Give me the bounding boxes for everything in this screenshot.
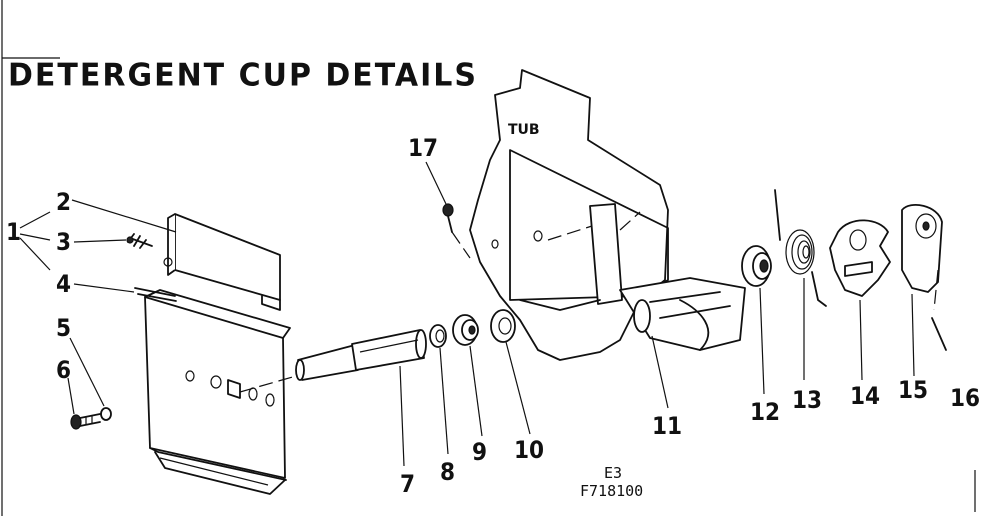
callout-13: 13 <box>792 386 822 414</box>
callout-14: 14 <box>850 382 880 410</box>
callout-8: 8 <box>440 458 455 486</box>
tub-label: TUB <box>508 122 540 138</box>
screw-part-3 <box>126 233 153 249</box>
callout-5: 5 <box>56 314 71 342</box>
diagram-title: DETERGENT CUP DETAILS <box>8 57 479 94</box>
bushing-part-9 <box>452 314 479 346</box>
spring-part-13 <box>774 189 827 307</box>
actuator-part-11 <box>619 277 746 351</box>
callout-7: 7 <box>400 470 415 498</box>
pin-part-4 <box>134 287 177 302</box>
bearing-part-12 <box>741 245 772 287</box>
figure-code: F718100 <box>580 482 643 500</box>
callout-11: 11 <box>652 412 682 440</box>
page-code: E3 <box>604 464 622 482</box>
callout-4: 4 <box>56 270 71 298</box>
cam-part-14 <box>829 219 891 297</box>
detergent-cup-body <box>144 289 291 495</box>
callout-15: 15 <box>898 376 928 404</box>
lever-part-15 <box>901 204 943 293</box>
callout-16: 16 <box>950 384 980 412</box>
callout-6: 6 <box>56 356 71 384</box>
ring-part-8 <box>429 324 447 348</box>
callout-9: 9 <box>472 438 487 466</box>
callout-10: 10 <box>514 436 544 464</box>
detergent-cup-cover <box>163 213 281 311</box>
callout-12: 12 <box>750 398 780 426</box>
callout-3: 3 <box>56 228 71 256</box>
callout-2: 2 <box>56 188 71 216</box>
washer-part-5 <box>100 407 112 421</box>
screw-part-6 <box>70 413 101 430</box>
callout-17: 17 <box>408 134 438 162</box>
callout-1: 1 <box>6 218 21 246</box>
tub-panel <box>469 69 669 361</box>
pin-guide-line <box>933 269 939 311</box>
washer-part-10 <box>490 309 516 343</box>
screw-part-17 <box>442 203 471 259</box>
pin-part-16 <box>931 317 947 351</box>
leader-lines <box>19 161 915 467</box>
shaft-part-7 <box>239 329 427 393</box>
